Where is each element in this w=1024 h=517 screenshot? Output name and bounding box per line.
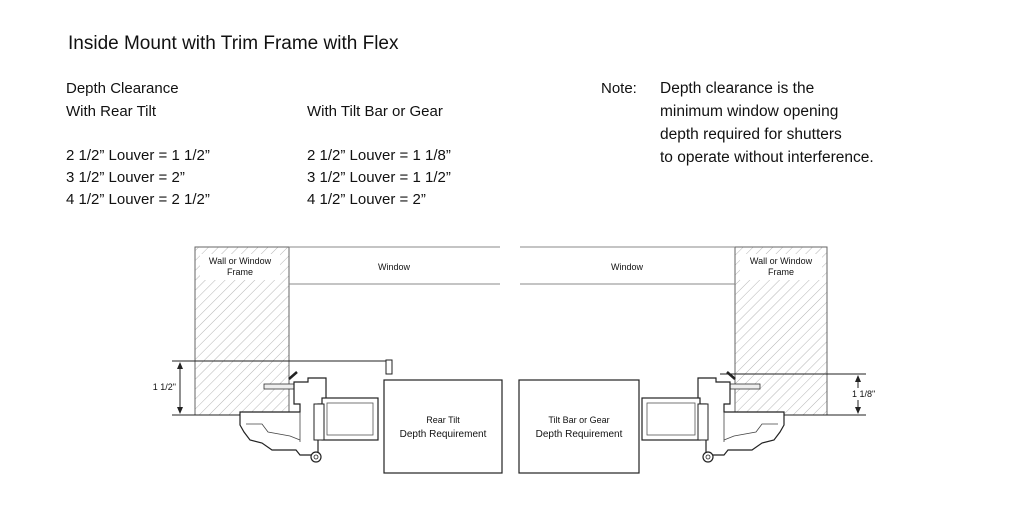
rear-tilt-row: 4 1/2” Louver = 2 1/2”	[66, 191, 210, 208]
note-line: to operate without interference.	[660, 149, 874, 166]
note-line: Depth clearance is the	[660, 80, 815, 97]
note-line: minimum window opening	[660, 103, 839, 120]
right-wall-label-bg	[740, 254, 822, 280]
left-dim-arrow-down	[177, 407, 183, 414]
left-trim-cap	[385, 359, 393, 375]
left-dim-arrow-up	[177, 362, 183, 369]
left-stile	[321, 397, 379, 441]
left-clip	[288, 371, 298, 380]
left-panel-label-2: Depth Requirement	[400, 429, 487, 440]
left-window-label: Window	[378, 262, 411, 272]
right-stile	[641, 397, 701, 441]
right-wall-label-2: Frame	[768, 267, 794, 277]
right-panel-label-2: Depth Requirement	[536, 429, 623, 440]
tilt-bar-heading: With Tilt Bar or Gear	[307, 103, 443, 120]
left-wall-label-2: Frame	[227, 267, 253, 277]
left-depth-panel	[383, 379, 503, 474]
right-wall-label-1: Wall or Window	[750, 256, 813, 266]
tilt-bar-row: 4 1/2” Louver = 2”	[307, 191, 426, 208]
rear-tilt-row: 3 1/2” Louver = 2”	[66, 169, 185, 186]
left-diagram: Wall or Window Frame Window 1 1/2"	[150, 246, 503, 474]
page-title: Inside Mount with Trim Frame with Flex	[68, 33, 399, 54]
tilt-bar-row: 3 1/2” Louver = 1 1/2”	[307, 169, 451, 186]
left-wall-label-bg	[200, 254, 280, 280]
depth-clearance-heading: Depth Clearance	[66, 80, 179, 97]
left-panel-label-1: Rear Tilt	[426, 415, 460, 425]
right-panel-label-1: Tilt Bar or Gear	[548, 415, 609, 425]
right-dim-arrow-down	[855, 407, 861, 414]
note-line: depth required for shutters	[660, 126, 842, 143]
left-wall-label-1: Wall or Window	[209, 256, 272, 266]
rear-tilt-heading: With Rear Tilt	[66, 103, 157, 120]
right-clip	[726, 371, 736, 380]
note-label: Note:	[601, 80, 637, 97]
right-dim-label: 1 1/8"	[852, 389, 875, 399]
rear-tilt-row: 2 1/2” Louver = 1 1/2”	[66, 147, 210, 164]
right-diagram: Wall or Window Frame Window 1 1/8" Tilt …	[518, 246, 880, 474]
right-dim-arrow-up	[855, 375, 861, 382]
left-dim-label: 1 1/2"	[153, 382, 176, 392]
right-depth-panel	[518, 379, 640, 474]
tilt-bar-row: 2 1/2” Louver = 1 1/8”	[307, 147, 451, 164]
right-window-label: Window	[611, 262, 644, 272]
